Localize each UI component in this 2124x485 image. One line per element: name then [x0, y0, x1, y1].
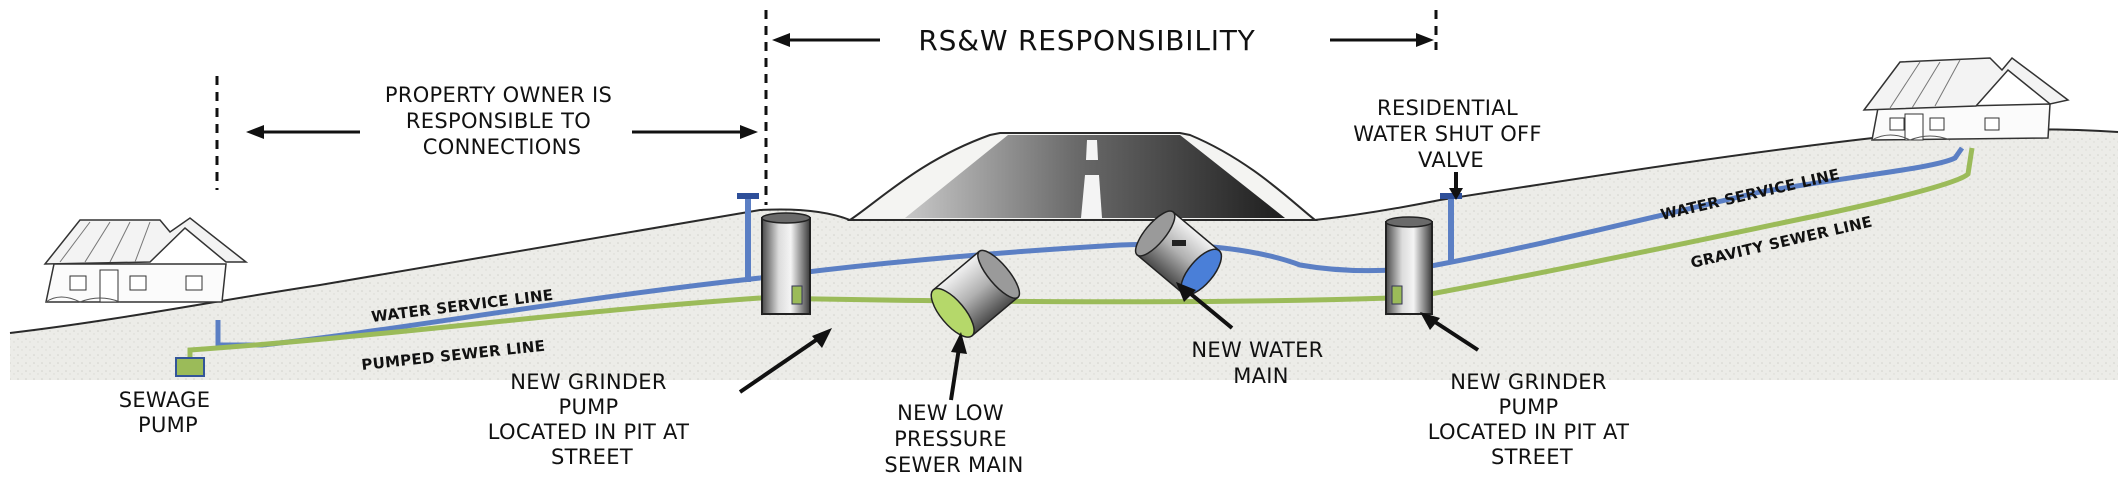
house-icon: [43, 217, 249, 303]
water-main-fitting: [1172, 240, 1186, 246]
valve-icon: [737, 193, 759, 282]
rsw-responsibility-heading: RS&W RESPONSIBILITY: [918, 24, 1255, 57]
water-service-line-right: [1419, 146, 1965, 271]
pipe-cylinder-icon: [1134, 210, 1223, 296]
arrow-icon: [246, 33, 1434, 139]
pipe-cylinder-icon: [930, 249, 1021, 338]
arrow-icon: [738, 172, 1480, 401]
grinder-pump-left-label: NEW GRINDER PUMP LOCATED IN PIT AT STREE…: [488, 370, 696, 469]
low-pressure-sewer-main-label: NEW LOW PRESSURE SEWER MAIN: [884, 401, 1023, 477]
sewage-pump-label: SEWAGE PUMP: [119, 388, 218, 437]
water-main-label: NEW WATER MAIN: [1191, 338, 1330, 388]
shutoff-valve-label: RESIDENTIAL WATER SHUT OFF VALVE: [1353, 96, 1549, 172]
valve-icon: [1440, 193, 1462, 262]
grinder-pump-icon: [761, 212, 811, 315]
owner-responsibility-label: PROPERTY OWNER IS RESPONSIBLE TO CONNECT…: [385, 83, 619, 159]
pumped-sewer-line: [187, 295, 761, 360]
grinder-pump-right-label: NEW GRINDER PUMP LOCATED IN PIT AT STREE…: [1428, 370, 1636, 469]
gravity-sewer-line: [1419, 147, 1975, 299]
grinder-pump-icon: [1385, 216, 1433, 315]
sewage-pump-icon: [175, 357, 205, 377]
house-icon: [1862, 56, 2070, 141]
low-pressure-sewer-line: [759, 295, 1391, 305]
road-icon: [846, 132, 1318, 221]
